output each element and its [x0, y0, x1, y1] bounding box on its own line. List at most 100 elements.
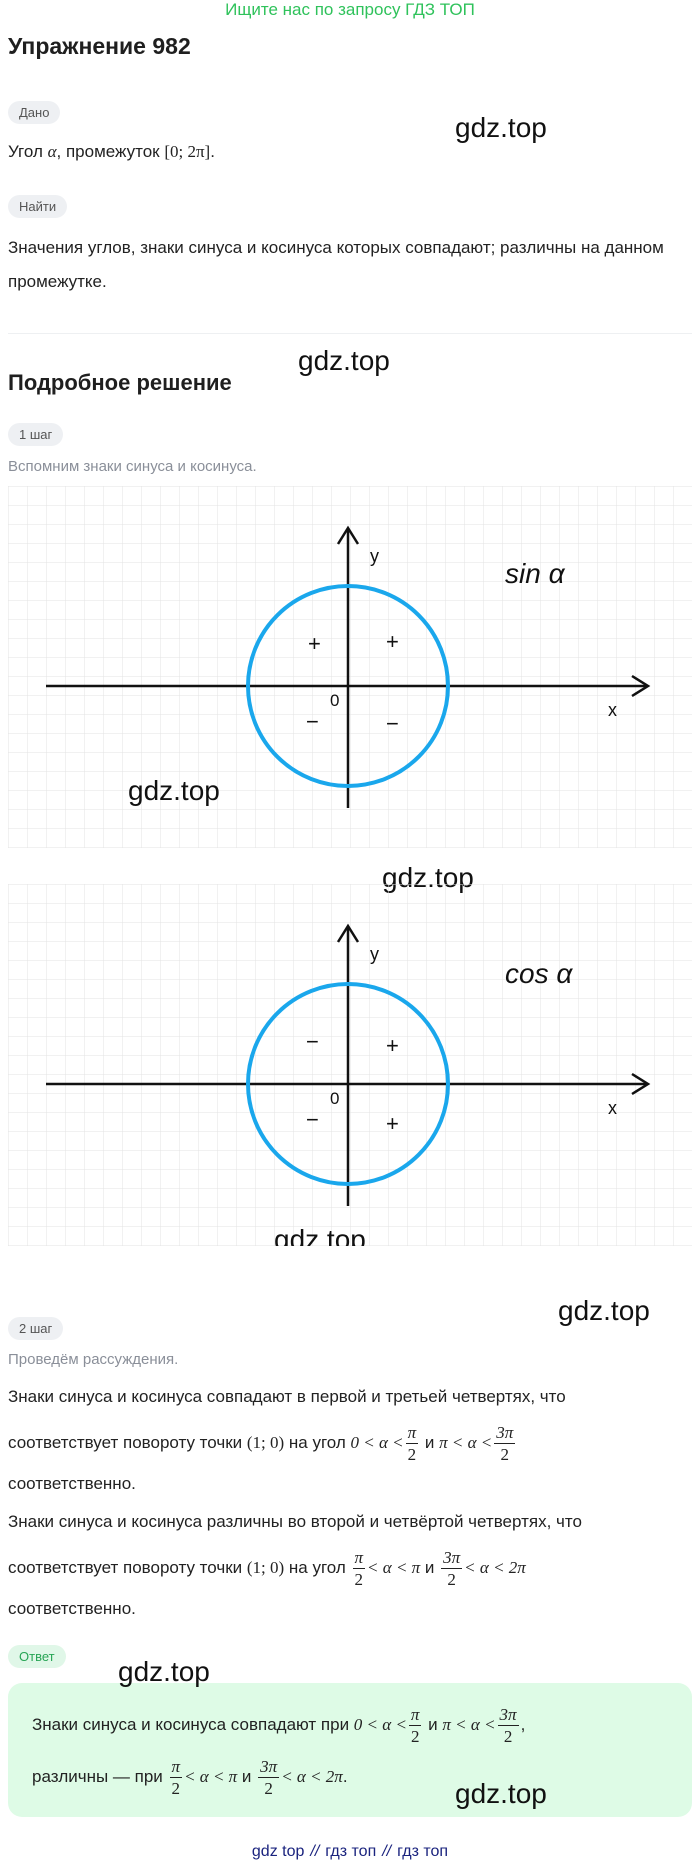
text: на угол — [284, 1433, 351, 1452]
function-label: sin α — [505, 558, 566, 589]
footer-link-gdz-top-ru[interactable]: гдз топ — [325, 1843, 377, 1860]
x-label: x — [608, 1098, 617, 1118]
inequality: π < α < — [442, 1715, 496, 1734]
numerator: 3π — [441, 1548, 463, 1570]
text: соответствует повороту точки — [8, 1558, 247, 1577]
function-label: cos α — [505, 958, 573, 989]
step2-pill: 2 шаг — [8, 1317, 64, 1340]
given-mid: , промежуток — [56, 142, 165, 161]
text: и — [420, 1558, 440, 1577]
step1-caption: Вспомним знаки синуса и косинуса. — [8, 458, 257, 475]
text: и — [420, 1433, 440, 1452]
sign-q3: − — [306, 709, 319, 734]
point: (1; 0) — [246, 1433, 285, 1452]
x-axis-arrow-icon — [631, 674, 651, 698]
y-axis-arrow-icon — [336, 923, 360, 943]
step2-p1-line2: соответствует повороту точки (1; 0) на у… — [8, 1418, 517, 1468]
cos-sign-diagram: y x 0 − + − + cos α gdz.top — [8, 884, 692, 1246]
given-text: Угол α, промежуток [0; 2π]. — [8, 135, 215, 169]
sign-q1: + — [386, 629, 399, 654]
answer-box — [8, 1683, 692, 1817]
answer-line1: Знаки синуса и косинуса совпадают при 0 … — [32, 1700, 525, 1750]
y-axis-arrow-icon — [336, 525, 360, 545]
denominator: 2 — [447, 1570, 456, 1590]
footer-link-gdz-top[interactable]: gdz top — [251, 1843, 305, 1860]
sign-q3: − — [306, 1107, 319, 1132]
step2-p1-line1: Знаки синуса и косинуса совпадают в перв… — [8, 1387, 566, 1406]
numerator: 3π — [258, 1757, 280, 1779]
text: . — [342, 1767, 348, 1786]
denominator: 2 — [171, 1779, 181, 1799]
step2-p2-line3: соответственно. — [8, 1599, 136, 1618]
watermark: gdz.top — [118, 1656, 210, 1687]
unit-circle — [246, 584, 450, 788]
step1-badge: 1 шаг — [8, 423, 64, 446]
watermark: gdz.top — [558, 1295, 650, 1326]
text: и — [237, 1767, 257, 1786]
x-axis-arrow-icon — [631, 1072, 651, 1096]
text: соответствует повороту точки — [8, 1433, 247, 1452]
interval: [0; 2π] — [164, 142, 211, 161]
step2-p2-line2: соответствует повороту точки (1; 0) на у… — [8, 1543, 526, 1593]
step1-pill: 1 шаг — [8, 423, 64, 446]
denominator: 2 — [264, 1779, 273, 1799]
watermark: gdz.top — [128, 775, 220, 806]
text: различны — при — [32, 1767, 168, 1786]
text: , — [520, 1715, 526, 1734]
inequality: 0 < α < — [350, 1433, 404, 1452]
inequality: π < α < — [439, 1433, 493, 1452]
given-end: . — [210, 142, 215, 161]
inequality: 0 < α < — [353, 1715, 407, 1734]
watermark: gdz.top — [455, 1778, 547, 1809]
denominator: 2 — [354, 1570, 364, 1590]
given-pill: Дано — [8, 101, 61, 124]
find-pill: Найти — [8, 195, 68, 218]
watermark: gdz.top — [455, 112, 547, 143]
origin-label: 0 — [330, 1089, 339, 1108]
inequality: < α < π — [184, 1767, 238, 1786]
sign-q4: − — [386, 711, 399, 736]
grid-background — [8, 486, 692, 848]
find-text: Значения углов, знаки синуса и косинуса … — [8, 238, 664, 291]
numerator: π — [408, 1705, 422, 1727]
x-label: x — [608, 700, 617, 720]
inequality: < α < π — [367, 1558, 421, 1577]
numerator: 3π — [497, 1705, 519, 1727]
step2-caption: Проведём рассуждения. — [8, 1351, 179, 1368]
numerator: 3π — [494, 1423, 516, 1445]
unit-circle — [246, 982, 450, 1186]
footer-links: gdz top // гдз топ // гдз топ — [0, 1843, 700, 1861]
denominator: 2 — [407, 1445, 417, 1465]
search-banner: Ищите нас по запросу ГДЗ ТОП — [225, 0, 475, 19]
sign-q2: − — [306, 1029, 319, 1054]
divider — [8, 333, 692, 334]
page-title: Упражнение 982 — [8, 33, 191, 59]
answer-badge: Ответ — [8, 1645, 66, 1668]
numerator: π — [169, 1757, 183, 1779]
footer-separator: // — [310, 1843, 320, 1860]
inequality: < α < 2π — [464, 1558, 526, 1577]
solution-heading: Подробное решение — [8, 370, 232, 395]
watermark: gdz.top — [298, 345, 390, 376]
step2-p1-line3: соответственно. — [8, 1474, 136, 1493]
given-badge: Дано — [8, 101, 61, 124]
denominator: 2 — [503, 1727, 513, 1747]
footer-separator: // — [382, 1843, 392, 1860]
denominator: 2 — [500, 1445, 510, 1465]
watermark: gdz.top — [274, 1224, 366, 1246]
point: (1; 0) — [246, 1558, 285, 1577]
text: и — [423, 1715, 443, 1734]
numerator: π — [405, 1423, 419, 1445]
y-label: y — [370, 944, 379, 964]
text: на угол — [284, 1558, 351, 1577]
inequality: < α < 2π — [281, 1767, 343, 1786]
footer-link-gdz-top-ru-2[interactable]: гдз топ — [397, 1843, 449, 1860]
